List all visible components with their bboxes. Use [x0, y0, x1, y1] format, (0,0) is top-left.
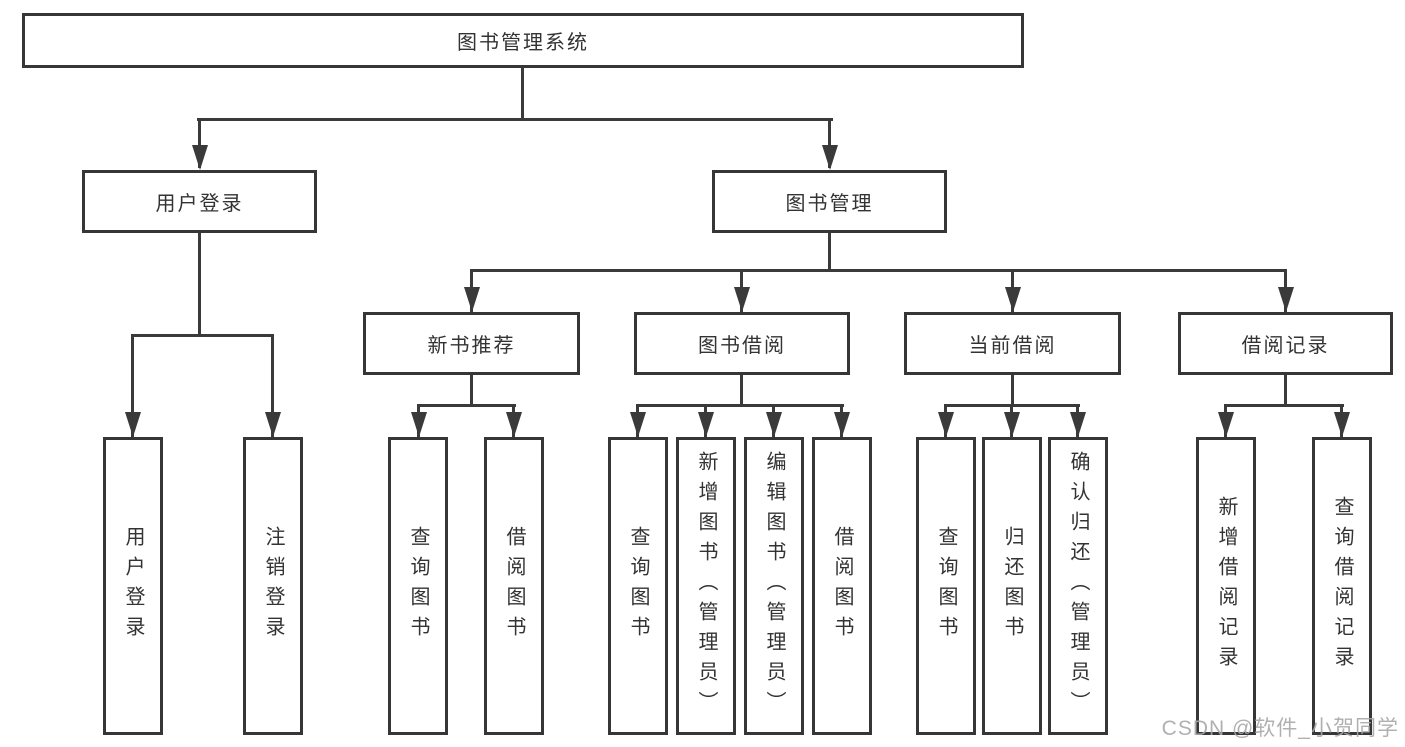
node-leaf-edit-books-admin-box: 编辑图书（管理员） — [744, 437, 804, 735]
arrowhead-borrow-books-rec — [506, 412, 522, 437]
arrowhead-leaf-user-login — [125, 412, 141, 437]
arrowhead-new-book-recommendation — [464, 287, 480, 312]
connector-user-login-stem — [198, 233, 201, 337]
connector-root-stem — [521, 67, 524, 119]
connector-records-bus — [1224, 404, 1344, 407]
arrowhead-query-books-borrow — [630, 412, 646, 437]
node-book-borrowing-label: 图书借阅 — [698, 335, 786, 357]
connector-rec-stem — [470, 375, 473, 407]
arrowhead-add-borrow-record — [1218, 412, 1234, 437]
connector-to-book-management — [828, 118, 831, 168]
node-leaf-confirm-return-admin-box: 确认归还（管理员） — [1048, 437, 1108, 735]
node-leaf-borrow-books-rec-box: 借阅图书 — [484, 437, 544, 735]
arrowhead-edit-books — [766, 412, 782, 437]
arrowhead-current-borrowing — [1005, 287, 1021, 312]
node-leaf-borrow-books-borrow-label: 借阅图书 — [831, 526, 853, 646]
node-leaf-confirm-return-admin-label: 确认归还（管理员） — [1067, 451, 1089, 721]
arrowhead-book-management — [822, 145, 838, 170]
connector-records-stem — [1284, 375, 1287, 407]
arrowhead-query-borrow-record — [1334, 412, 1350, 437]
connector-level3-bus — [470, 269, 1287, 272]
node-user-login-label: 用户登录 — [155, 193, 244, 215]
node-leaf-return-books-box: 归还图书 — [982, 437, 1042, 735]
node-borrowing-records-label: 借阅记录 — [1241, 335, 1330, 357]
node-current-borrowing-box: 当前借阅 — [904, 312, 1121, 375]
node-leaf-query-books-rec-label: 查询图书 — [407, 526, 429, 646]
node-leaf-add-books-admin-box: 新增图书（管理员） — [676, 437, 736, 735]
node-current-borrowing-label: 当前借阅 — [968, 335, 1057, 357]
node-book-management-box: 图书管理 — [712, 170, 947, 233]
node-book-management-label: 图书管理 — [785, 193, 874, 215]
connector-to-leaf-user-login — [131, 334, 134, 437]
node-leaf-query-books-current-label: 查询图书 — [935, 526, 957, 646]
node-leaf-query-books-rec-box: 查询图书 — [388, 437, 448, 735]
node-leaf-edit-books-admin-label: 编辑图书（管理员） — [763, 451, 785, 721]
node-new-book-recommendation-label: 新书推荐 — [427, 335, 516, 357]
node-leaf-add-books-admin-label: 新增图书（管理员） — [695, 451, 717, 721]
connector-borrowing-stem — [740, 375, 743, 407]
node-leaf-borrow-books-rec-label: 借阅图书 — [503, 526, 525, 646]
arrowhead-confirm-return — [1070, 412, 1086, 437]
node-leaf-query-borrow-record-box: 查询借阅记录 — [1312, 437, 1372, 735]
node-borrowing-records-box: 借阅记录 — [1178, 312, 1393, 375]
arrowhead-add-books — [698, 412, 714, 437]
connector-rec-bus — [417, 404, 516, 407]
connector-book-management-stem — [828, 233, 831, 272]
node-root-box: 图书管理系统 — [22, 13, 1024, 68]
arrowhead-borrow-books-borrow — [834, 412, 850, 437]
node-leaf-user-login-box: 用户登录 — [103, 437, 163, 735]
node-leaf-borrow-books-borrow-box: 借阅图书 — [812, 437, 872, 735]
node-leaf-logout-label: 注销登录 — [262, 526, 284, 646]
node-leaf-query-borrow-record-label: 查询借阅记录 — [1331, 496, 1353, 676]
arrowhead-book-borrowing — [734, 287, 750, 312]
node-leaf-return-books-label: 归还图书 — [1001, 526, 1023, 646]
arrowhead-query-books-rec — [411, 412, 427, 437]
connector-current-stem — [1011, 375, 1014, 407]
node-leaf-query-books-borrow-box: 查询图书 — [608, 437, 668, 735]
node-book-borrowing-box: 图书借阅 — [634, 312, 850, 375]
node-leaf-logout-box: 注销登录 — [243, 437, 303, 735]
node-leaf-query-books-current-box: 查询图书 — [916, 437, 976, 735]
node-new-book-recommendation-box: 新书推荐 — [363, 312, 580, 375]
connector-user-login-bus — [131, 334, 274, 337]
node-leaf-user-login-label: 用户登录 — [122, 526, 144, 646]
connector-to-user-login — [198, 118, 201, 168]
arrowhead-borrowing-records — [1278, 287, 1294, 312]
node-root-label: 图书管理系统 — [457, 32, 589, 54]
arrowhead-query-books-current — [938, 412, 954, 437]
node-leaf-add-borrow-record-box: 新增借阅记录 — [1196, 437, 1256, 735]
connector-borrowing-bus — [636, 404, 844, 407]
connector-level2-bus — [197, 118, 833, 121]
connector-to-leaf-logout — [271, 334, 274, 437]
watermark: CSDN @软件_小贺同学 — [1161, 717, 1399, 740]
node-leaf-add-borrow-record-label: 新增借阅记录 — [1215, 496, 1237, 676]
arrowhead-return-books — [1004, 412, 1020, 437]
node-user-login-box: 用户登录 — [82, 170, 317, 233]
arrowhead-user-login — [192, 145, 208, 170]
arrowhead-leaf-logout — [265, 412, 281, 437]
node-leaf-query-books-borrow-label: 查询图书 — [627, 526, 649, 646]
